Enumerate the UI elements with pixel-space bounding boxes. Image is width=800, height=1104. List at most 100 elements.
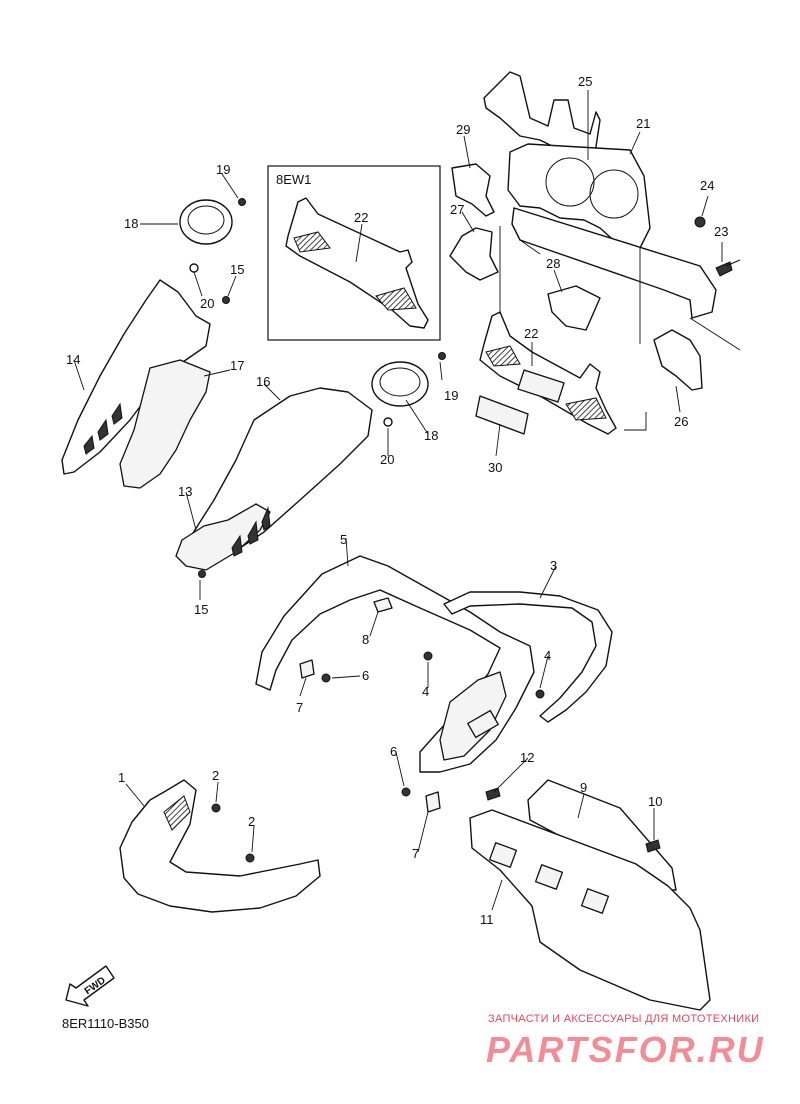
- callout-2a: 2: [212, 768, 219, 783]
- callout-25: 25: [578, 74, 592, 89]
- part-18-housing-upper: [179, 199, 233, 245]
- callout-23: 23: [714, 224, 728, 239]
- callout-21: 21: [636, 116, 650, 131]
- part-22-label-plate: [517, 369, 565, 403]
- part-19-bolt-lower: [438, 352, 446, 360]
- callout-4b: 4: [422, 684, 429, 699]
- part-1-lower-cowl: [119, 779, 321, 913]
- callout-27: 27: [450, 202, 464, 217]
- part-1-mesh: [163, 795, 191, 831]
- callout-15a: 15: [230, 262, 244, 277]
- callout-19b: 19: [444, 388, 458, 403]
- callout-7b: 7: [412, 846, 419, 861]
- callout-14: 14: [66, 352, 80, 367]
- leader-lines: [73, 90, 723, 911]
- callout-18a: 18: [124, 216, 138, 231]
- part-30-pad: [475, 395, 529, 435]
- watermark-logo: PARTSFOR.RU: [486, 1029, 765, 1070]
- part-14-vent-b: [97, 418, 109, 441]
- callout-29: 29: [456, 122, 470, 137]
- fwd-arrow-icon: [65, 965, 115, 1007]
- callout-3: 3: [550, 558, 557, 573]
- part-22-inset-mesh-a: [293, 231, 331, 253]
- part-6-bolt-b: [401, 787, 411, 797]
- callout-6a: 6: [362, 668, 369, 683]
- part-5-frame: [255, 555, 535, 773]
- gauge-opening-a: [545, 157, 595, 207]
- callout-7a: 7: [296, 700, 303, 715]
- part-23-rivet-pin: [725, 259, 741, 267]
- callout-2b: 2: [248, 814, 255, 829]
- part-24-screw: [694, 216, 706, 228]
- part-28-piece: [547, 285, 601, 331]
- callout-20b: 20: [380, 452, 394, 467]
- right-side-cowl-assembly: [175, 352, 446, 578]
- part-17-inner-panel: [119, 359, 211, 489]
- part-16-vent-c: [261, 506, 271, 531]
- lower-front-cowl-assembly: [119, 779, 321, 913]
- callout-22a: 22: [354, 210, 368, 225]
- part-15-bolt-upper: [222, 296, 230, 304]
- skid-plate-assembly: [469, 779, 711, 1011]
- callout-16: 16: [256, 374, 270, 389]
- inset-label: 8EW1: [276, 172, 311, 187]
- assembly-frame-lines: [499, 226, 741, 431]
- fwd-indicator: FWD: [65, 965, 115, 1007]
- callout-19a: 19: [216, 162, 230, 177]
- part-22-inset-mesh-b: [375, 287, 417, 311]
- callout-8: 8: [362, 632, 369, 647]
- part-22-mesh-a: [485, 345, 521, 367]
- callout-9: 9: [580, 780, 587, 795]
- part-16-vent-a: [231, 534, 243, 557]
- callout-5: 5: [340, 532, 347, 547]
- part-7-nut-a: [299, 659, 315, 679]
- part-20-grommet-upper: [189, 263, 199, 273]
- part-12-rivet: [485, 787, 501, 801]
- callout-11: 11: [480, 912, 494, 927]
- part-11-vent-b: [534, 864, 564, 890]
- diagram-code: 8ER1110-B350: [62, 1016, 149, 1031]
- part-14-side-cowl: [61, 279, 211, 475]
- part-16-vent-b: [247, 520, 259, 545]
- part-14-vent-a: [83, 434, 95, 455]
- part-18-housing-upper-inner: [187, 205, 225, 235]
- part-5-right-panel: [439, 671, 507, 761]
- callout-10: 10: [648, 794, 662, 809]
- part-11-vent-a: [488, 842, 518, 868]
- part-6-bolt-a: [321, 673, 331, 683]
- part-8-clip: [373, 597, 393, 613]
- callout-20a: 20: [200, 296, 214, 311]
- callout-18b: 18: [424, 428, 438, 443]
- callout-12: 12: [520, 750, 534, 765]
- callout-17: 17: [230, 358, 244, 373]
- part-21-lower-flange: [511, 207, 717, 319]
- part-20-grommet-lower: [383, 417, 393, 427]
- callout-22b: 22: [524, 326, 538, 341]
- callout-13: 13: [178, 484, 192, 499]
- watermark: ЗАПЧАСТИ И АКСЕССУАРЫ ДЛЯ МОТОТЕХНИКИ PA…: [486, 1013, 765, 1070]
- part-3-bar: [443, 591, 613, 723]
- callout-28: 28: [546, 256, 560, 271]
- part-18-housing-lower-inner: [379, 367, 421, 397]
- callout-4a: 4: [544, 648, 551, 663]
- part-2-bolt-a: [211, 803, 221, 813]
- part-29-piece: [451, 163, 495, 217]
- part-10-rivet: [645, 839, 661, 853]
- callout-6b: 6: [390, 744, 397, 759]
- part-7-nut-b: [425, 791, 441, 813]
- part-22-mesh-b: [565, 397, 607, 421]
- gauge-opening-b: [589, 169, 639, 219]
- part-15-bolt-lower: [198, 570, 206, 578]
- meter-cover-assembly: [449, 71, 741, 435]
- callout-labels: 25 21 29 27 24 23 28 22 30 26 22 18 19 1…: [66, 74, 728, 927]
- callout-26: 26: [674, 414, 688, 429]
- left-side-cowl-assembly: [61, 198, 246, 489]
- part-4-bolt-a: [423, 651, 433, 661]
- part-11-vent-c: [580, 888, 610, 914]
- callout-30: 30: [488, 460, 502, 475]
- part-4-bolt-b: [535, 689, 545, 699]
- part-11-skid-plate: [469, 809, 711, 1011]
- part-2-bolt-b: [245, 853, 255, 863]
- callout-1: 1: [118, 770, 125, 785]
- part-18-housing-lower: [371, 361, 429, 407]
